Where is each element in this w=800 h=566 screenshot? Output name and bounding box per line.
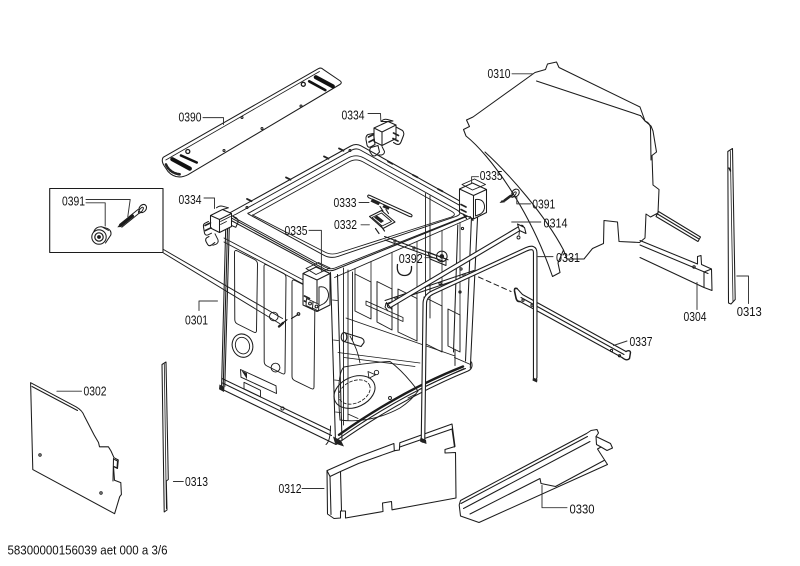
- svg-text:0314: 0314: [544, 217, 568, 231]
- svg-text:0392: 0392: [399, 252, 423, 266]
- svg-text:0337: 0337: [630, 335, 653, 349]
- svg-text:0391: 0391: [532, 198, 555, 212]
- svg-text:0310: 0310: [488, 67, 511, 81]
- svg-text:0301: 0301: [185, 314, 208, 328]
- svg-text:0332: 0332: [334, 218, 357, 232]
- svg-text:0334: 0334: [179, 193, 202, 207]
- svg-text:0313: 0313: [185, 475, 208, 489]
- svg-text:0313: 0313: [737, 305, 762, 319]
- svg-text:0333: 0333: [334, 196, 357, 210]
- svg-text:58300000156039 aet 000 a 3/6: 58300000156039 aet 000 a 3/6: [8, 544, 168, 558]
- svg-text:0335: 0335: [285, 224, 308, 238]
- svg-text:0391: 0391: [62, 195, 85, 209]
- svg-text:0304: 0304: [684, 310, 707, 324]
- svg-text:0390: 0390: [179, 111, 202, 125]
- svg-text:0335: 0335: [480, 169, 503, 183]
- svg-text:0330: 0330: [570, 503, 595, 517]
- svg-text:0331: 0331: [556, 251, 580, 265]
- svg-text:0302: 0302: [84, 385, 107, 399]
- svg-text:0312: 0312: [279, 482, 302, 496]
- svg-text:0334: 0334: [342, 109, 365, 123]
